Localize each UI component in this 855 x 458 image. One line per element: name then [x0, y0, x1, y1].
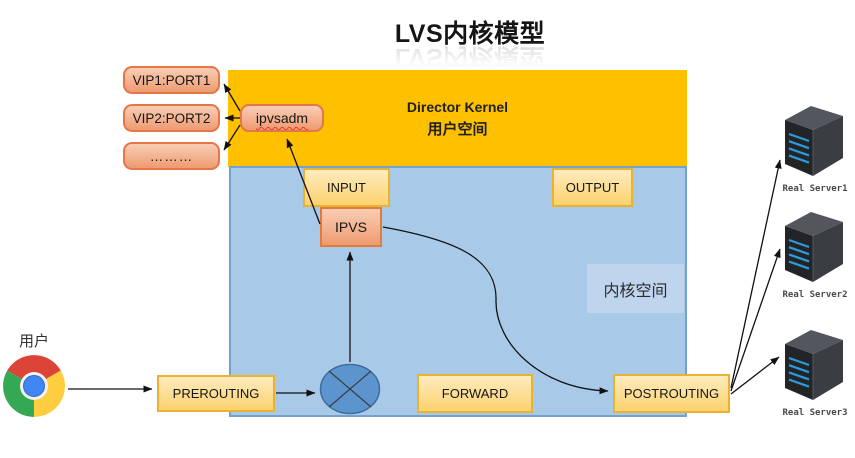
chrome-browser-icon	[3, 355, 65, 417]
client-user-label: 用户	[18, 333, 49, 350]
ipvsadm-label: ipvsadm	[255, 110, 309, 126]
server-tower-icon	[785, 330, 843, 400]
arrow-postrouting-to-server3	[730, 356, 780, 395]
client-user: 用户	[1, 330, 67, 424]
prerouting-chain-box: PREROUTING	[157, 375, 275, 412]
forward-chain-box: FORWARD	[417, 374, 533, 413]
routing-decision-icon	[319, 363, 381, 415]
arrow-postrouting-to-server1	[730, 159, 782, 389]
real-server-1-label: Real Server1	[782, 184, 848, 194]
real-server-2-label: Real Server2	[782, 290, 848, 300]
postrouting-chain-box: POSTROUTING	[613, 374, 730, 413]
real-server-3-label: Real Server3	[782, 408, 848, 418]
vip-more-box: ………	[123, 142, 220, 170]
ipvsadm-box: ipvsadm	[240, 104, 324, 132]
page-title: LVS内核模型	[394, 20, 546, 48]
output-chain-box: OUTPUT	[552, 168, 633, 207]
vip1-port1-box: VIP1:PORT1	[123, 66, 220, 94]
arrow-postrouting-to-server2	[730, 248, 781, 392]
server-tower-icon	[785, 106, 843, 176]
director-kernel-label: Director Kernel	[406, 99, 509, 115]
server-tower-icon	[785, 212, 843, 282]
real-server-1: Real Server1	[779, 96, 851, 194]
real-server-2: Real Server2	[779, 202, 851, 300]
ipvs-box: IPVS	[320, 207, 382, 247]
user-space-label: 用户空间	[427, 121, 488, 138]
real-server-3: Real Server3	[779, 320, 851, 418]
vip2-port2-box: VIP2:PORT2	[123, 104, 220, 132]
input-chain-box: INPUT	[303, 168, 390, 207]
kernel-space-label: 内核空间	[587, 264, 684, 313]
